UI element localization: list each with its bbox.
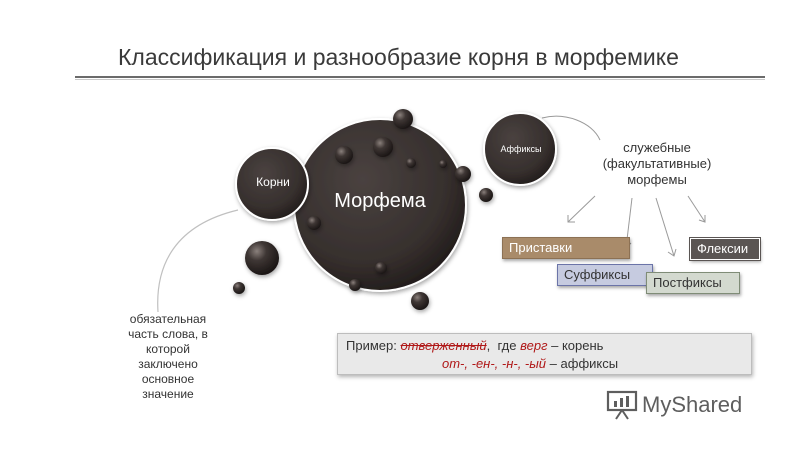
morpheme-label: Морфема [334,190,426,212]
service-line-1: служебные [623,140,691,155]
arrow-to-prefixes [567,195,596,223]
root-desc-line-1: обязательная [129,312,207,326]
arrow-to-inflections [687,195,706,223]
drop-decorations [233,109,493,310]
logo-text: MyShared [642,392,743,417]
service-morphemes-text: служебные (факультативные) морфемы [572,140,742,188]
postfixes-box: Постфиксы [646,272,740,294]
root-desc-line-5: основное [141,372,195,386]
affixes-bubble [483,112,557,186]
title-divider-shadow [75,79,765,80]
myshared-logo: MyShared [606,390,776,420]
example-root: верг [520,338,548,353]
root-desc-line-3: которой [146,342,190,356]
example-root-suffix: – корень [551,338,604,353]
roots-bubble [235,147,309,221]
affixes-connector-curve [541,115,601,141]
root-description: обязательная часть слова, в которой закл… [108,312,228,402]
presentation-board-icon [606,390,638,420]
example-where: где [497,338,517,353]
root-desc-line-4: заключено [138,357,198,371]
example-word: отверженный [400,338,487,353]
example-line-2: от-, -ен-, -н-, -ый – аффиксы [442,356,618,371]
service-line-2: (факультативные) [602,156,712,171]
title-divider [75,76,765,78]
root-desc-line-6: значение [142,387,194,401]
slide-title: Классификация и разнообразие корня в мор… [118,44,679,70]
affixes-label: Аффиксы [500,144,542,154]
example-prefix: Пример: [346,338,397,353]
arrow-to-postfixes [655,197,675,257]
example-line-1: Пример: отверженный, где верг – корень [346,338,603,353]
roots-label: Корни [256,175,290,189]
prefixes-box: Приставки [502,237,630,259]
root-desc-line-2: часть слова, в [128,327,208,341]
inflections-box: Флексии [689,237,761,261]
example-comma: , [486,338,491,353]
service-line-3: морфемы [627,172,687,187]
example-affix-suffix: – аффиксы [549,356,619,371]
example-box: Пример: отверженный, где верг – корень о… [337,333,752,375]
roots-connector-curve [157,209,239,313]
example-affix-list: от-, -ен-, -н-, -ый [442,356,547,371]
suffixes-box: Суффиксы [557,264,653,286]
